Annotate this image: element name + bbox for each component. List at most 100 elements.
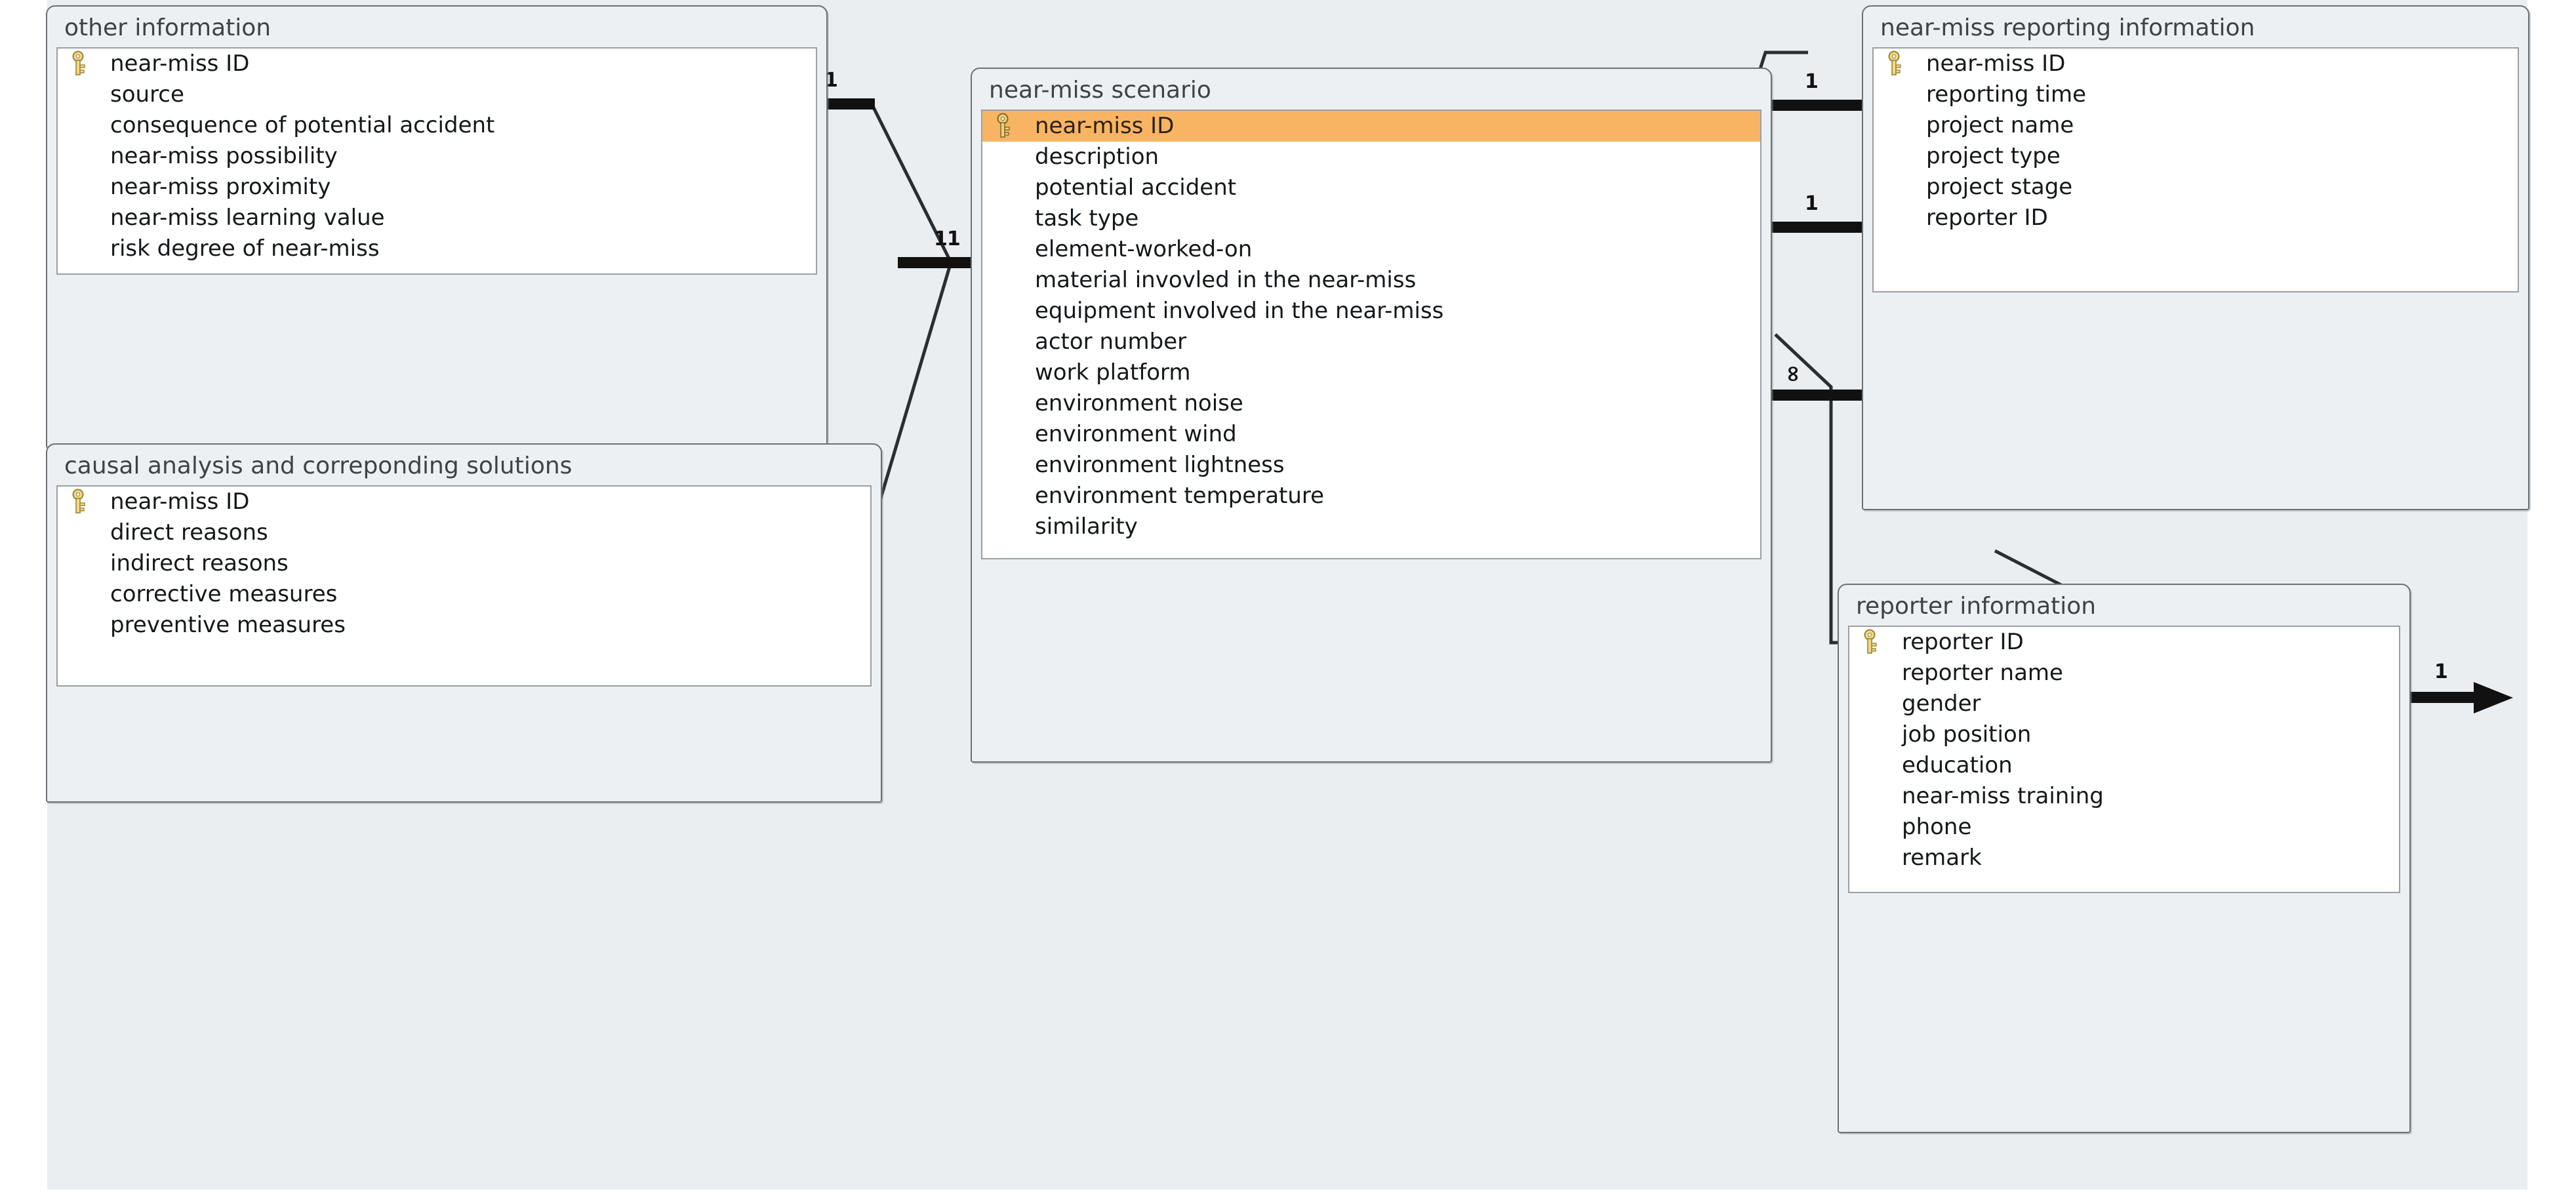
table-window-reporter-information[interactable]: reporter information reporter ID reporte… (1838, 584, 2411, 1133)
table-window-other-information[interactable]: other information near-miss ID source (46, 5, 828, 449)
list-bottom-padding (58, 264, 816, 273)
field-row[interactable]: project name (1874, 110, 2518, 141)
field-name: equipment involved in the near-miss (1035, 298, 1444, 325)
field-name: indirect reasons (110, 550, 289, 577)
field-row-selected[interactable]: near-miss ID (982, 110, 1760, 142)
table-title-near-miss-scenario: near-miss scenario (989, 77, 1211, 104)
field-row[interactable]: gender (1849, 689, 2399, 719)
field-name: consequence of potential accident (110, 112, 495, 139)
field-name: preventive measures (110, 612, 346, 639)
diagram-canvas[interactable]: 1 11 1 1 1 ∞ 1 other information near-mi… (46, 0, 2529, 1190)
field-row[interactable]: similarity (982, 511, 1760, 542)
field-name: project type (1926, 143, 2061, 170)
field-row[interactable]: near-miss proximity (58, 172, 816, 203)
field-name: corrective measures (110, 581, 338, 608)
field-row[interactable]: near-miss ID (58, 49, 816, 79)
field-row[interactable]: indirect reasons (58, 548, 870, 579)
field-row[interactable]: equipment involved in the near-miss (982, 296, 1760, 327)
field-row[interactable]: risk degree of near-miss (58, 233, 816, 264)
field-list-near-miss-scenario[interactable]: near-miss ID description potential accid… (981, 109, 1761, 559)
primary-key-icon (1885, 50, 1926, 77)
field-name: job position (1902, 721, 2032, 748)
primary-key-icon (1861, 629, 1902, 655)
table-window-causal-analysis[interactable]: causal analysis and correponding solutio… (46, 443, 882, 803)
cardinality-scenario-many: ∞ (1781, 365, 1807, 384)
field-row[interactable]: reporter ID (1874, 203, 2518, 233)
field-name: near-miss ID (110, 50, 250, 77)
field-name: reporter ID (1926, 205, 2048, 231)
field-name: risk degree of near-miss (110, 235, 380, 262)
cardinality-reporter-right: 1 (2434, 660, 2448, 683)
field-name: actor number (1035, 329, 1187, 355)
list-bottom-padding (1874, 233, 2518, 291)
field-row[interactable]: remark (1849, 843, 2399, 873)
list-bottom-padding (58, 641, 870, 685)
field-row[interactable]: reporting time (1874, 79, 2518, 110)
table-title-other-information: other information (64, 14, 272, 41)
field-name: near-miss possibility (110, 143, 338, 170)
table-window-near-miss-reporting-information[interactable]: near-miss reporting information near-mis… (1862, 5, 2529, 510)
field-name: description (1035, 144, 1159, 170)
field-row[interactable]: near-miss possibility (58, 141, 816, 172)
field-row[interactable]: environment noise (982, 388, 1760, 419)
field-name: similarity (1035, 513, 1138, 540)
field-name: near-miss proximity (110, 174, 331, 201)
field-row[interactable]: material invovled in the near-miss (982, 265, 1760, 296)
field-list-near-miss-reporting-information[interactable]: near-miss ID reporting time project name… (1872, 47, 2519, 292)
field-row[interactable]: reporter name (1849, 658, 2399, 689)
table-window-near-miss-scenario[interactable]: near-miss scenario near-miss ID descript… (971, 68, 1772, 763)
field-row[interactable]: job position (1849, 719, 2399, 750)
field-row[interactable]: reporter ID (1849, 627, 2399, 658)
field-name: environment noise (1035, 390, 1243, 417)
field-row[interactable]: project type (1874, 141, 2518, 172)
field-row[interactable]: education (1849, 750, 2399, 781)
field-row[interactable]: actor number (982, 327, 1760, 357)
field-row[interactable]: near-miss training (1849, 781, 2399, 812)
field-name: environment lightness (1035, 452, 1285, 479)
primary-key-icon (70, 50, 110, 77)
field-name: remark (1902, 845, 1982, 871)
field-name: education (1902, 752, 2013, 779)
field-row[interactable]: corrective measures (58, 579, 870, 610)
field-row[interactable]: task type (982, 203, 1760, 234)
field-name: environment wind (1035, 421, 1237, 448)
field-row[interactable]: preventive measures (58, 610, 870, 641)
field-name: environment temperature (1035, 483, 1325, 510)
field-name: near-miss training (1902, 783, 2104, 810)
field-name: reporting time (1926, 81, 2087, 108)
field-row[interactable]: environment lightness (982, 450, 1760, 481)
field-name: phone (1902, 814, 1972, 841)
field-row[interactable]: project stage (1874, 172, 2518, 203)
cardinality-scenario-left-top: 11 (934, 228, 961, 250)
field-name: near-miss ID (1035, 113, 1175, 140)
field-row[interactable]: near-miss learning value (58, 203, 816, 233)
table-title-reporter-information: reporter information (1856, 593, 2097, 620)
field-row[interactable]: environment wind (982, 419, 1760, 450)
table-title-causal-analysis: causal analysis and correponding solutio… (64, 452, 573, 479)
field-row[interactable]: source (58, 79, 816, 110)
field-list-reporter-information[interactable]: reporter ID reporter name gender job pos… (1848, 625, 2400, 893)
field-row[interactable]: direct reasons (58, 517, 870, 548)
field-row[interactable]: phone (1849, 812, 2399, 843)
field-row[interactable]: potential accident (982, 172, 1760, 203)
field-name: potential accident (1035, 174, 1237, 201)
primary-key-icon (994, 113, 1035, 139)
field-name: reporter name (1902, 660, 2063, 687)
field-row[interactable]: consequence of potential accident (58, 110, 816, 141)
field-row[interactable]: description (982, 142, 1760, 172)
field-name: reporter ID (1902, 629, 2024, 656)
table-title-near-miss-reporting-information: near-miss reporting information (1880, 14, 2255, 41)
field-row[interactable]: near-miss ID (58, 487, 870, 517)
field-row[interactable]: work platform (982, 357, 1760, 388)
field-list-other-information[interactable]: near-miss ID source consequence of poten… (56, 47, 817, 275)
field-row[interactable]: element-worked-on (982, 234, 1760, 265)
primary-key-icon (70, 489, 110, 515)
field-name: task type (1035, 205, 1139, 232)
cardinality-other-information: 1 (824, 69, 838, 92)
field-name: source (110, 81, 184, 108)
field-name: element-worked-on (1035, 236, 1253, 263)
cardinality-reporting-left: 1 (1805, 192, 1819, 215)
field-row[interactable]: environment temperature (982, 481, 1760, 511)
field-list-causal-analysis[interactable]: near-miss ID direct reasons indirect rea… (56, 485, 872, 687)
field-row[interactable]: near-miss ID (1874, 49, 2518, 79)
